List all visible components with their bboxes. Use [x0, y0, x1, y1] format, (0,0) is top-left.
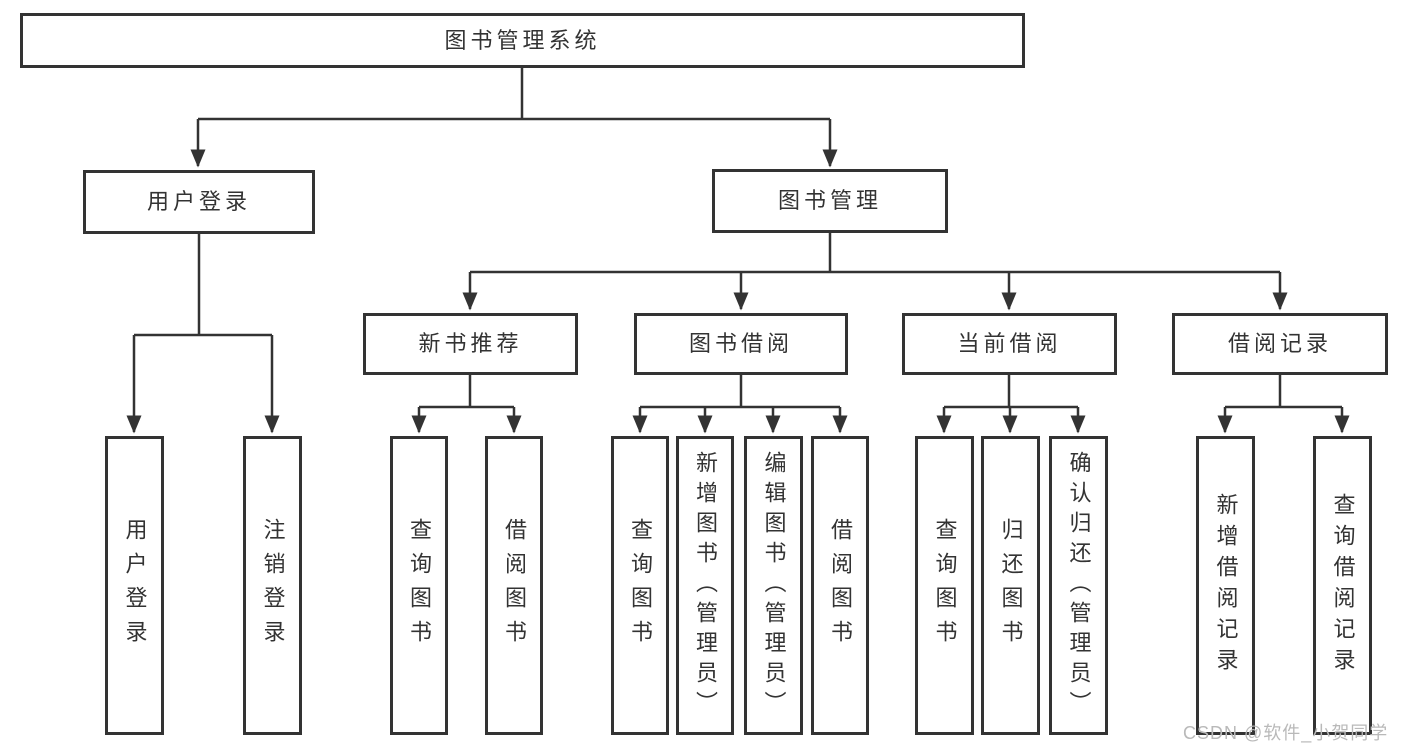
node-label: 当前借阅	[957, 331, 1062, 356]
node-new-book-recommendation: 新书推荐	[363, 313, 578, 375]
leaf-add-borrow-record: 新增借阅记录	[1196, 436, 1255, 735]
node-book-management: 图书管理	[712, 169, 948, 233]
node-label: 新书推荐	[418, 331, 523, 356]
leaf-query-books-borrowing: 查询图书	[611, 436, 669, 735]
leaf-label: 注销登录	[260, 517, 286, 654]
leaf-label: 借阅图书	[502, 517, 527, 654]
leaf-label: 用户登录	[122, 517, 148, 654]
leaf-label: 查询借阅记录	[1330, 492, 1356, 679]
node-book-borrowing: 图书借阅	[634, 313, 848, 375]
leaf-label: 借阅图书	[828, 517, 853, 654]
leaf-confirm-return-admin: 确认归还（管理员）	[1049, 436, 1108, 735]
leaf-label: 确认归还（管理员）	[1066, 450, 1092, 721]
node-label: 图书借阅	[688, 331, 793, 356]
leaf-user-login: 用户登录	[105, 436, 164, 735]
node-library-management-system: 图书管理系统	[20, 13, 1025, 68]
leaf-label: 查询图书	[407, 517, 432, 654]
leaf-add-books-admin: 新增图书（管理员）	[676, 436, 734, 735]
leaf-borrow-books-recommend: 借阅图书	[485, 436, 543, 735]
node-label: 图书管理系统	[444, 27, 601, 53]
leaf-label: 新增图书（管理员）	[693, 450, 718, 721]
leaf-query-books-recommend: 查询图书	[390, 436, 448, 735]
node-label: 借阅记录	[1227, 331, 1332, 356]
leaf-query-books-current: 查询图书	[915, 436, 974, 735]
leaf-label: 归还图书	[998, 517, 1024, 654]
leaf-query-borrow-record: 查询借阅记录	[1313, 436, 1372, 735]
node-label: 图书管理	[777, 188, 882, 213]
leaf-logout-login: 注销登录	[243, 436, 302, 735]
leaf-label: 新增借阅记录	[1213, 492, 1239, 679]
leaf-label: 查询图书	[932, 517, 958, 654]
node-borrowing-records: 借阅记录	[1172, 313, 1388, 375]
leaf-label: 查询图书	[628, 517, 653, 654]
leaf-label: 编辑图书（管理员）	[761, 450, 787, 721]
leaf-return-books: 归还图书	[981, 436, 1040, 735]
node-label: 用户登录	[146, 189, 251, 214]
leaf-edit-books-admin: 编辑图书（管理员）	[744, 436, 803, 735]
node-user-login: 用户登录	[83, 170, 315, 234]
watermark-text: CSDN @软件_小贺同学	[1183, 723, 1389, 743]
node-current-borrowing: 当前借阅	[902, 313, 1117, 375]
leaf-borrow-books: 借阅图书	[811, 436, 869, 735]
